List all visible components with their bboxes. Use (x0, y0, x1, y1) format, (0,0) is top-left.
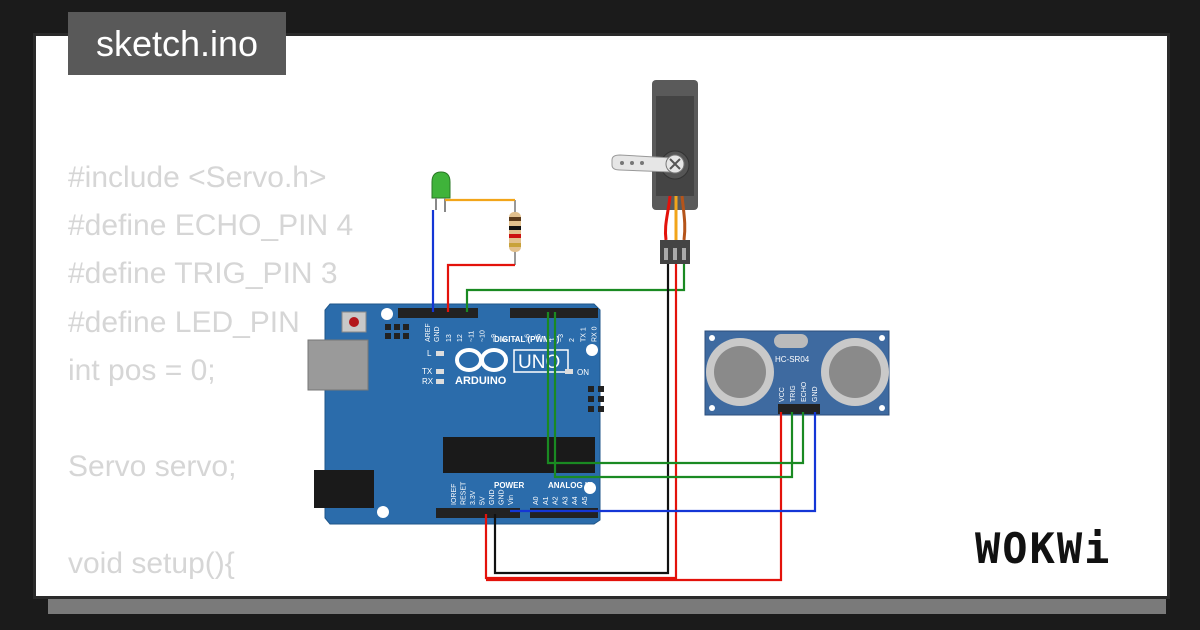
sensor-pin-label: ECHO (801, 381, 808, 402)
wire-resistor-pin (446, 263, 515, 312)
wire-sensor-echo (546, 312, 805, 465)
arduino-brand: ARDUINO (455, 375, 507, 387)
code-line: void setup(){ (68, 546, 235, 580)
power-pin-label: 5V (480, 496, 487, 505)
code-line: int pos = 0; (68, 353, 216, 387)
code-line: #define LED_PIN (68, 305, 300, 339)
power-label: POWER (494, 481, 524, 490)
sensor-model: HC-SR04 (775, 355, 810, 364)
digital-pin-label: ~11 (468, 331, 475, 342)
tx-label: TX (422, 367, 433, 376)
digital-label: DIGITAL (PWM ~) (494, 335, 560, 344)
power-pin-label: Vin (508, 495, 515, 505)
atmega-chip (443, 437, 595, 473)
analog-pin-label: A5 (582, 496, 589, 505)
ultrasonic-sensor: HC-SR04 VCC TRIG ECHO GND (704, 330, 890, 416)
digital-pin-label: ~9 (491, 334, 498, 342)
digital-pin-label: ~10 (480, 330, 487, 342)
code-line: Serial.begin(9600); (68, 588, 353, 596)
sensor-pin-label: GND (812, 386, 819, 402)
analog-pin-label: A0 (533, 496, 540, 505)
mount-hole (584, 482, 596, 494)
digital-pin-label: RX 0 (592, 326, 599, 342)
arduino-model: UNO (518, 352, 560, 373)
digital-pin-label: 13 (446, 334, 453, 342)
l-label: L (427, 349, 432, 358)
code-line: #define ECHO_PIN 4 (68, 209, 354, 243)
digital-pin-label: TX 1 (580, 327, 587, 342)
digital-pin-label: AREF (425, 323, 432, 342)
usb-connector (307, 339, 369, 391)
power-pin-label: RESET (461, 481, 468, 505)
digital-pin-label: 4 (547, 338, 554, 342)
sensor-pin-labels: VCC TRIG ECHO GND (779, 381, 819, 402)
mount-hole (586, 344, 598, 356)
analog-pin-label: A1 (543, 496, 550, 505)
wire-sensor-trig (553, 312, 794, 479)
wokwi-logo: WOKWi (975, 524, 1112, 573)
on-label: ON (577, 368, 589, 377)
digital-pin-label: GND (434, 326, 441, 342)
sketch-title: sketch.ino (68, 12, 286, 75)
preview-card: #include <Servo.h> #define ECHO_PIN 4 #def… (33, 33, 1170, 599)
wires (431, 198, 817, 582)
analog-pin-label: A2 (553, 496, 560, 505)
analog-pin-label: A3 (562, 496, 569, 505)
code-line: #define TRIG_PIN 3 (68, 257, 338, 291)
servo-motor (611, 80, 698, 264)
analog-label: ANALOG IN (548, 481, 593, 490)
green-led (431, 171, 451, 212)
power-pin-label: GND (489, 489, 496, 505)
wire-servo-signal (465, 264, 686, 312)
analog-pin-label: A4 (572, 496, 579, 505)
wire-servo-vcc (484, 264, 678, 580)
arduino-uno-board: ARDUINO UNO DIGITAL (PWM ~) ON L TX RX P… (307, 303, 604, 525)
rx-label: RX (422, 377, 434, 386)
digital-pin-label: ~5 (536, 334, 543, 342)
digital-pin-label: 2 (569, 338, 576, 342)
digital-header-left (398, 308, 478, 318)
analog-header (530, 508, 598, 518)
code-snippet: #include <Servo.h> #define ECHO_PIN 4 #def… (68, 154, 354, 596)
digital-pin-label: 7 (513, 338, 520, 342)
mount-hole (377, 506, 389, 518)
digital-pin-label: ~3 (558, 334, 565, 342)
power-pin-label: GND (499, 489, 506, 505)
digital-pin-label: 8 (502, 338, 509, 342)
wire-sensor-gnd (510, 412, 817, 513)
sensor-pin-label: TRIG (790, 385, 797, 402)
mount-hole (381, 308, 393, 320)
power-jack (314, 470, 374, 508)
sensor-pin-label: VCC (779, 387, 786, 402)
wire-servo-gnd (493, 264, 670, 575)
code-line: #include <Servo.h> (68, 161, 327, 194)
code-line: Servo servo; (68, 450, 237, 484)
power-pin-label: 3.3V (470, 490, 477, 505)
power-pin-label: IOREF (451, 484, 458, 505)
digital-pin-label: 12 (457, 334, 464, 342)
digital-pin-label: ~6 (524, 334, 531, 342)
power-header (436, 508, 520, 518)
resistor (509, 200, 521, 265)
arduino-logo-icon (455, 348, 508, 372)
wire-sensor-vcc (486, 412, 783, 582)
